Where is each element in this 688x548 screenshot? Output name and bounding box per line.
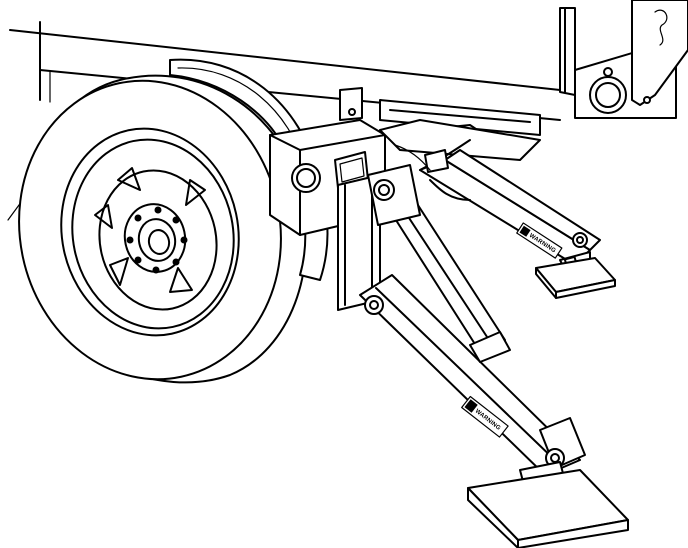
wheel (18, 74, 308, 384)
front-outrigger: WARNING (359, 164, 586, 476)
upper-bracket (339, 87, 541, 161)
rear-outrigger: WARNING (419, 149, 616, 299)
hydraulic-lines (394, 139, 471, 201)
lug-nuts (126, 206, 188, 274)
front-foot (467, 461, 629, 548)
rear-cabinet (559, 0, 688, 119)
